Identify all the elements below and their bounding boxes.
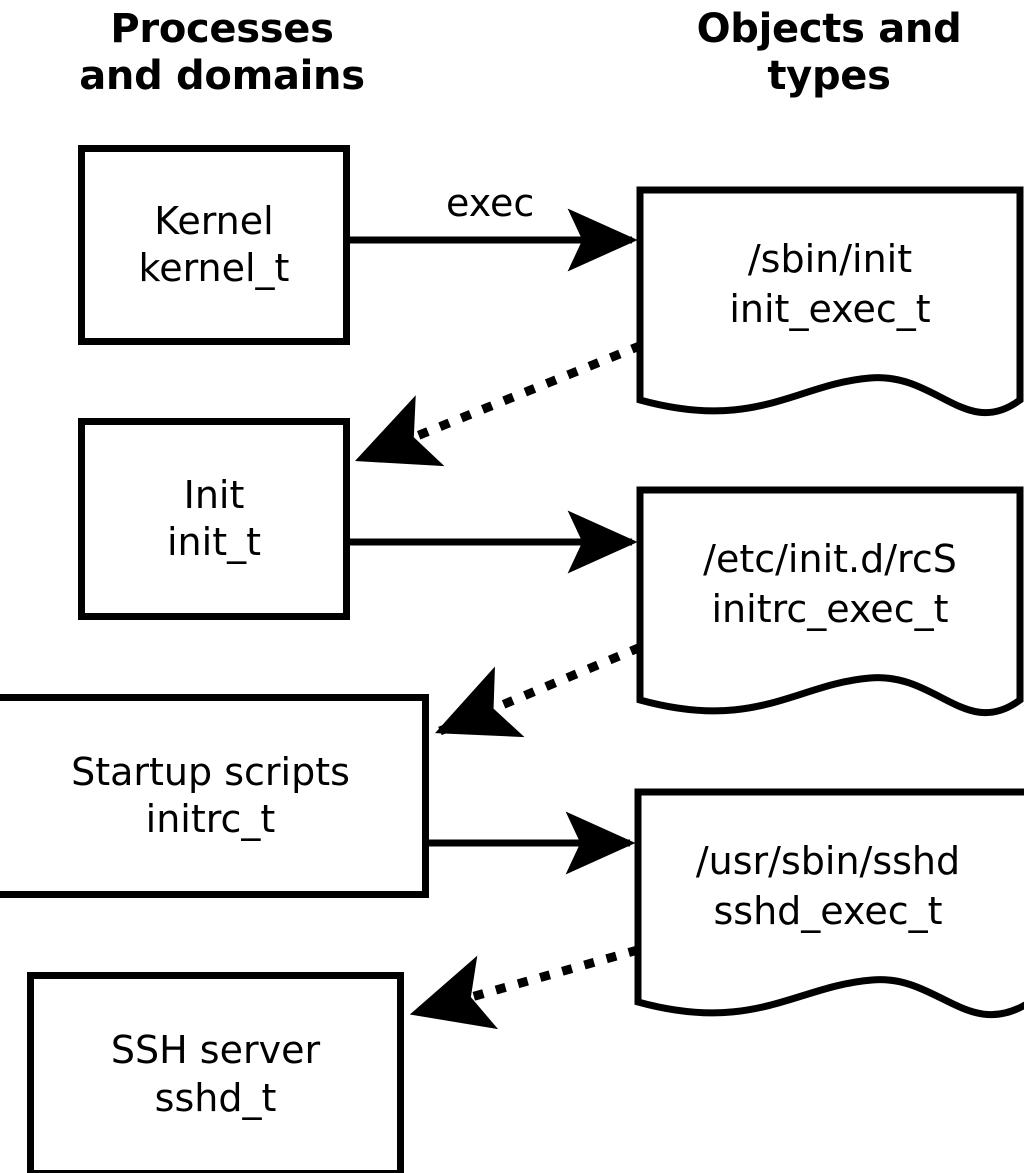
object-doc-initrc-exec[interactable]: /etc/init.d/rcS initrc_exec_t (636, 486, 1024, 736)
object-doc-init-exec-type: init_exec_t (729, 287, 931, 331)
object-doc-init-exec[interactable]: /sbin/init init_exec_t (636, 186, 1024, 436)
object-doc-initrc-exec-path: /etc/init.d/rcS (703, 537, 957, 581)
process-box-init[interactable]: Init init_t (78, 418, 350, 620)
edge-transition-sshd-exec-to-sshd (409, 945, 640, 1030)
edge-transition-initrc-exec-to-initrc (434, 643, 642, 738)
process-box-ssh-server[interactable]: SSH server sshd_t (27, 972, 404, 1173)
object-doc-init-exec-path: /sbin/init (747, 237, 913, 281)
edge-transition-init-exec-to-init (354, 341, 643, 467)
process-box-startup-scripts[interactable]: Startup scripts initrc_t (0, 694, 429, 898)
process-box-ssh-server-type: sshd_t (154, 1075, 277, 1120)
process-box-init-type: init_t (167, 520, 261, 564)
process-box-init-name: Init (183, 472, 245, 517)
process-box-kernel-name: Kernel (154, 198, 274, 243)
object-doc-initrc-exec-type: initrc_exec_t (711, 587, 949, 631)
process-box-startup-scripts-type: initrc_t (145, 797, 276, 841)
column-header-objects-and-types: Objects and types (696, 6, 962, 100)
process-box-kernel-type: kernel_t (138, 246, 290, 290)
object-doc-sshd-exec-path: /usr/sbin/sshd (695, 839, 961, 883)
process-box-ssh-server-name: SSH server (110, 1028, 321, 1073)
process-box-startup-scripts-name: Startup scripts (71, 749, 350, 794)
object-doc-sshd-exec[interactable]: /usr/sbin/sshd sshd_exec_t (634, 788, 1024, 1038)
object-doc-sshd-exec-type: sshd_exec_t (713, 889, 943, 933)
process-box-kernel[interactable]: Kernel kernel_t (78, 145, 350, 345)
column-header-processes-and-domains: Processes and domains (79, 6, 365, 100)
edge-label-exec: exec (446, 181, 535, 225)
